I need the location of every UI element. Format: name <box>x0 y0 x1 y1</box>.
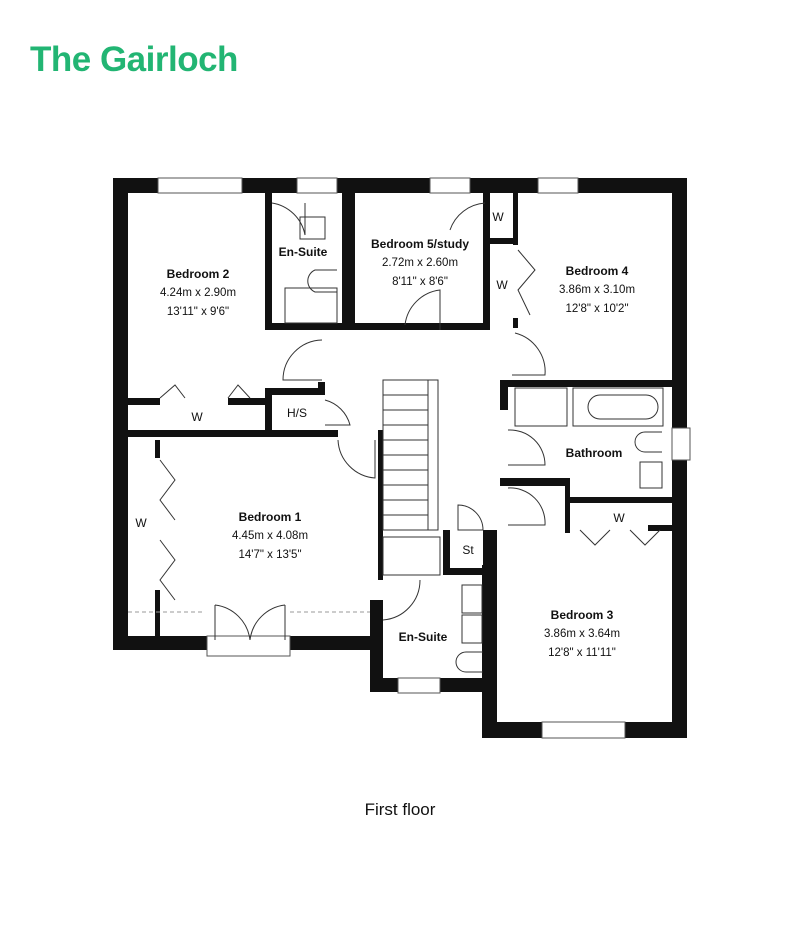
room-bedroom-1: Bedroom 1 4.45m x 4.08m 14'7" x 13'5" <box>232 508 308 565</box>
room-bedroom-2: Bedroom 2 4.24m x 2.90m 13'11" x 9'6" <box>160 265 236 322</box>
stair-treads <box>383 394 428 516</box>
wardrobe-label: W <box>613 511 625 525</box>
room-bedroom-4: Bedroom 4 3.86m x 3.10m 12'8" x 10'2" <box>559 262 635 319</box>
room-name: En-Suite <box>278 245 328 259</box>
room-size-metric: 3.86m x 3.64m <box>543 628 621 640</box>
room-en-suite-1: En-Suite <box>279 243 328 262</box>
room-bedroom-5: Bedroom 5/study 2.72m x 2.60m 8'11" x 8'… <box>371 235 469 292</box>
floor-label: First floor <box>364 800 436 819</box>
hot-store-label: H/S <box>286 406 308 420</box>
room-size-metric: 4.45m x 4.08m <box>231 530 309 542</box>
room-size-imperial: 13'11" x 9'6" <box>166 306 230 318</box>
room-name: Bedroom 1 <box>238 510 302 524</box>
room-en-suite-2: En-Suite <box>399 628 448 647</box>
room-size-imperial: 12'8" x 11'11" <box>548 647 616 659</box>
room-size-metric: 4.24m x 2.90m <box>159 287 237 299</box>
room-name: Bedroom 5/study <box>370 237 470 251</box>
room-name: En-Suite <box>398 630 448 644</box>
room-size-metric: 3.86m x 3.10m <box>558 284 636 296</box>
store-label: St <box>462 543 474 557</box>
wardrobe-label: W <box>492 210 504 224</box>
room-name: Bedroom 3 <box>550 608 614 622</box>
room-bathroom: Bathroom <box>566 444 623 463</box>
room-bedroom-3: Bedroom 3 3.86m x 3.64m 12'8" x 11'11" <box>544 606 620 663</box>
windows <box>157 177 691 739</box>
wardrobe-label: W <box>191 410 203 424</box>
fixtures-and-doors <box>128 202 664 673</box>
room-name: Bedroom 4 <box>565 264 629 278</box>
room-name: Bedroom 2 <box>166 267 230 281</box>
room-size-metric: 2.72m x 2.60m <box>381 257 459 269</box>
wardrobe-label: W <box>135 516 147 530</box>
page-title: The Gairloch <box>30 40 238 79</box>
wardrobe-label: W <box>496 278 508 292</box>
room-size-imperial: 12'8" x 10'2" <box>565 303 629 315</box>
room-size-imperial: 8'11" x 8'6" <box>392 276 448 288</box>
room-size-imperial: 14'7" x 13'5" <box>238 549 302 561</box>
room-name: Bathroom <box>565 446 623 460</box>
